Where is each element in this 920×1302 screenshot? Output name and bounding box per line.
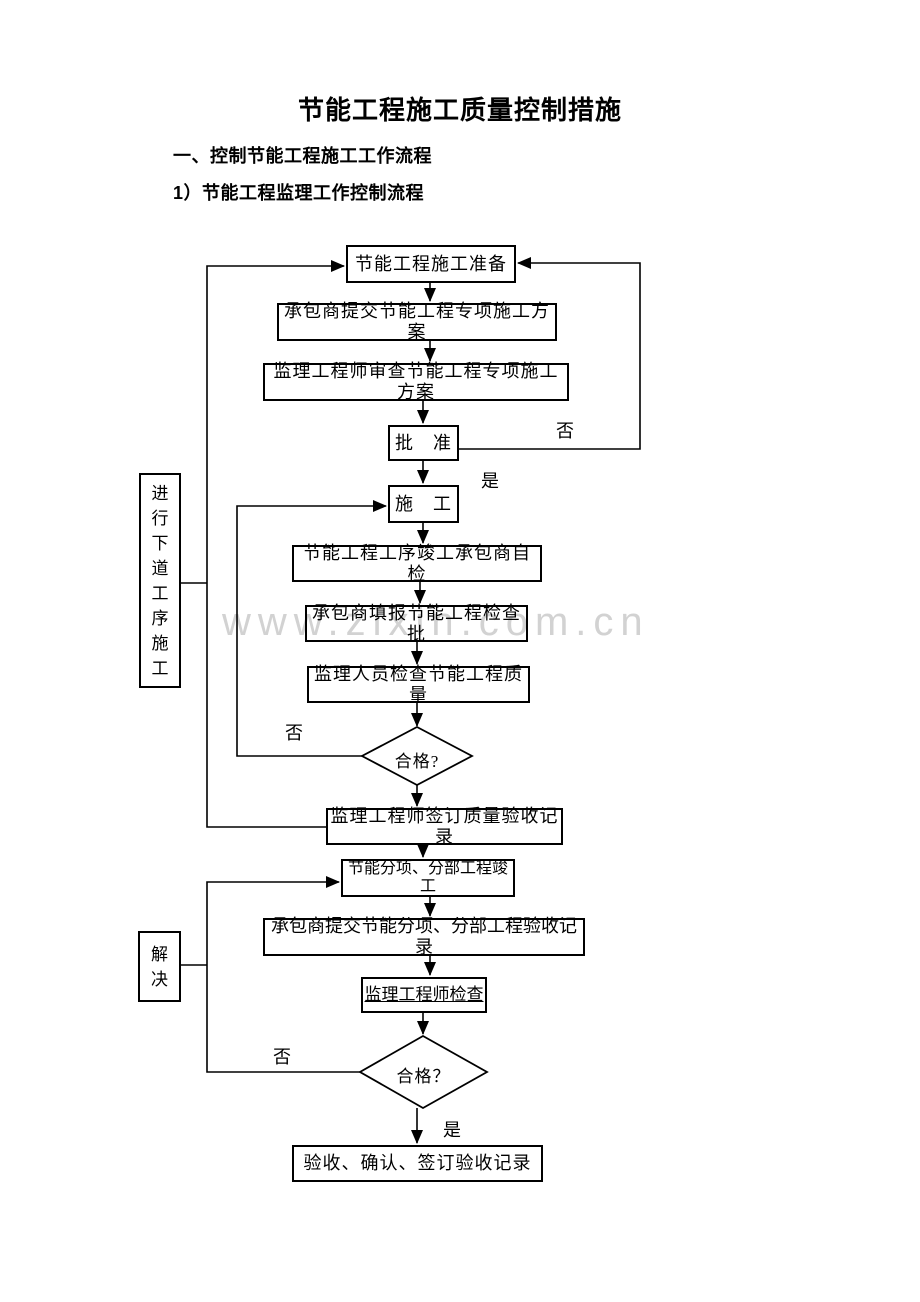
flow-node-final-accept: 验收、确认、签订验收记录 [292, 1145, 543, 1182]
edge-label-quality-no: 否 [285, 723, 303, 743]
flow-node-prep: 节能工程施工准备 [346, 245, 516, 283]
edge-label-final-yes: 是 [443, 1120, 461, 1140]
watermark-text: www.zixin.com.cn [222, 600, 650, 644]
flow-node-self-check: 节能工程工序竣工承包商自检 [292, 543, 542, 584]
flow-node-review-plan: 监理工程师审查节能工程专项施工方案 [263, 361, 569, 402]
page-title: 节能工程施工质量控制措施 [297, 95, 622, 125]
flow-node-sign-record: 监理工程师签订质量验收记录 [326, 806, 563, 847]
flow-node-resolve: 解 决 [138, 931, 181, 1002]
flow-node-construct: 施 工 [388, 485, 459, 523]
flow-node-fill-batch: 承包商填报节能工程检查批 [305, 603, 528, 644]
flow-node-subitem-complete: 节能分项、分部工程竣工 [341, 859, 515, 897]
sub-heading: 1）节能工程监理工作控制流程 [173, 183, 425, 203]
flow-node-submit-plan: 承包商提交节能工程专项施工方案 [277, 301, 557, 342]
flow-node-next-process: 进 行 下 道 工 序 施 工 [139, 473, 181, 688]
decision-pass1-label: 合格? [394, 752, 440, 771]
section-heading: 一、控制节能工程施工工作流程 [173, 146, 432, 166]
flow-node-quality-check: 监理人员检查节能工程质量 [307, 664, 530, 705]
edge-label-final-no: 否 [273, 1047, 291, 1067]
flow-node-submit-records: 承包商提交节能分项、分部工程验收记录 [263, 916, 585, 957]
decision-pass2-label: 合格？ [396, 1067, 451, 1086]
flow-node-engineer-check: 监理工程师检查 [361, 977, 487, 1013]
edge-label-approve-yes: 是 [481, 471, 499, 491]
edge-label-approve-no: 否 [556, 421, 574, 441]
flow-node-approve: 批 准 [388, 425, 459, 461]
